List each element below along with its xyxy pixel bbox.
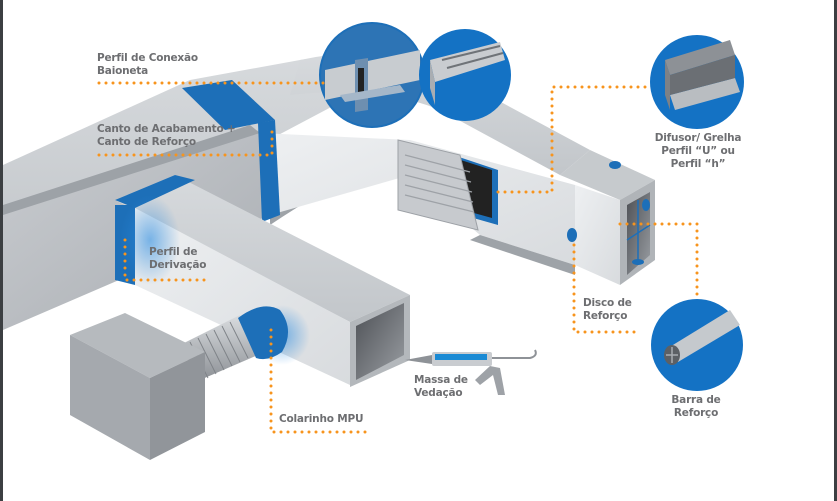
callout-perfil-conexao-baioneta: Perfil de Conexão Baioneta xyxy=(97,52,198,78)
leader-colarinho-mpu xyxy=(269,328,374,434)
callout-line: Colarinho MPU xyxy=(279,413,364,425)
callout-line: Disco de xyxy=(583,297,632,309)
reinforcement-bar-detail xyxy=(651,299,743,391)
callout-line: Canto de Reforço xyxy=(97,136,196,148)
callout-barra-reforco: Barra de Reforço xyxy=(656,394,736,420)
callout-line: Canto de Acabamento + xyxy=(97,123,236,135)
callout-perfil-derivacao: Perfil de Derivação xyxy=(149,246,206,272)
reinforcement-disc-top xyxy=(609,161,621,169)
callout-line: Derivação xyxy=(149,259,207,271)
leader-barra-reforco xyxy=(618,222,699,298)
window-frame-right xyxy=(834,0,837,501)
callout-line: Reforço xyxy=(583,310,628,322)
callout-line: Massa de xyxy=(414,374,468,386)
callout-line: Perfil de xyxy=(149,246,198,258)
bayonet-profile-detail xyxy=(319,22,425,128)
callout-disco-reforco: Disco de Reforço xyxy=(583,297,632,323)
air-grille xyxy=(397,139,498,231)
callout-line: Reforço xyxy=(673,407,719,419)
reinforcement-disc-inner xyxy=(642,199,650,211)
collar-and-hose xyxy=(70,305,310,460)
callout-line: Difusor/ Grelha xyxy=(654,132,742,144)
leader-disco-reforco xyxy=(572,243,638,334)
callout-line: Vedação xyxy=(414,387,463,399)
callout-line: Perfil “U” ou xyxy=(661,145,735,157)
callout-canto-acabamento: Canto de Acabamento + Canto de Reforço xyxy=(97,123,236,149)
callout-difusor-grelha: Difusor/ Grelha Perfil “U” ou Perfil “h” xyxy=(648,132,748,171)
window-frame-left xyxy=(0,0,3,501)
callout-colarinho-mpu: Colarinho MPU xyxy=(279,413,363,426)
callout-line: Perfil “h” xyxy=(670,158,726,170)
callout-massa-vedacao: Massa de Vedação xyxy=(414,374,468,400)
callout-line: Barra de xyxy=(671,394,721,406)
u-profile-detail xyxy=(650,35,744,129)
channel-profile-detail xyxy=(419,29,511,121)
caulking-gun-icon xyxy=(405,349,537,395)
callout-line: Perfil de Conexão xyxy=(97,52,198,64)
leader-difusor-grelha xyxy=(496,85,652,194)
callout-leaders xyxy=(97,81,699,434)
reinforcement-disc-bottom xyxy=(632,259,644,265)
reinforcement-disc-side xyxy=(567,228,577,242)
leader-perfil-derivacao xyxy=(123,238,212,282)
corner-bands xyxy=(182,80,280,222)
callout-line: Baioneta xyxy=(97,65,149,77)
right-duct-end xyxy=(560,150,655,285)
